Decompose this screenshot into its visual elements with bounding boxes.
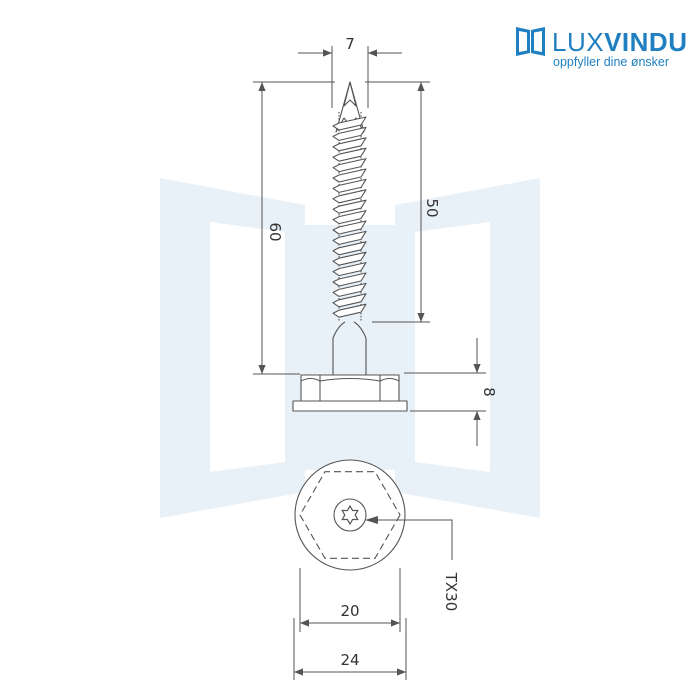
thread-turn <box>332 282 367 297</box>
thread-turn <box>332 147 367 162</box>
torx-drive-icon <box>341 504 359 526</box>
svg-text:LUXVINDU: LUXVINDU <box>552 27 687 57</box>
thread-turn <box>332 116 367 131</box>
screw-washer <box>292 400 408 412</box>
thread-turn <box>332 251 367 266</box>
screw-shank <box>332 321 367 375</box>
thread-turn <box>332 178 367 193</box>
window-logo-icon <box>516 27 545 56</box>
label-drive-type: TX30 <box>442 572 460 612</box>
thread-turn <box>332 220 367 235</box>
thread-turn <box>332 293 367 308</box>
thread-turn <box>332 137 367 152</box>
hex-top-view <box>299 471 401 559</box>
label-overall-length: 60 <box>266 222 284 241</box>
brand-name-vindu: VINDU <box>604 27 687 57</box>
torx-leader-line <box>372 519 453 560</box>
torx-leader-arrow <box>365 516 378 524</box>
thread-turn <box>332 189 367 204</box>
thread-turn <box>332 303 367 318</box>
brand-tagline: oppfyller dine ønsker <box>553 55 669 69</box>
label-thread-diameter: 7 <box>345 35 355 53</box>
thread-turn <box>332 210 367 225</box>
label-washer-diameter: 24 <box>340 651 359 669</box>
label-thread-length: 50 <box>423 198 441 217</box>
thread-turn <box>332 126 367 141</box>
watermark-logo-inner <box>210 222 490 472</box>
thread-turn <box>332 272 367 287</box>
thread-turn <box>332 158 367 173</box>
thread-turn <box>332 168 367 183</box>
thread-turn <box>332 230 367 245</box>
label-head-height: 8 <box>480 387 498 397</box>
screw-hex-head <box>300 374 400 402</box>
thread-turn <box>332 241 367 256</box>
brand-name-lux: LUX <box>552 27 604 57</box>
thread-turn <box>332 262 367 277</box>
drive-recess-circle <box>333 498 367 532</box>
screw-threads <box>332 116 367 318</box>
label-hex-width: 20 <box>340 602 359 620</box>
thread-turn <box>332 199 367 214</box>
luxvindu-logo: LUXVINDU oppfyller dine ønsker <box>516 27 687 69</box>
